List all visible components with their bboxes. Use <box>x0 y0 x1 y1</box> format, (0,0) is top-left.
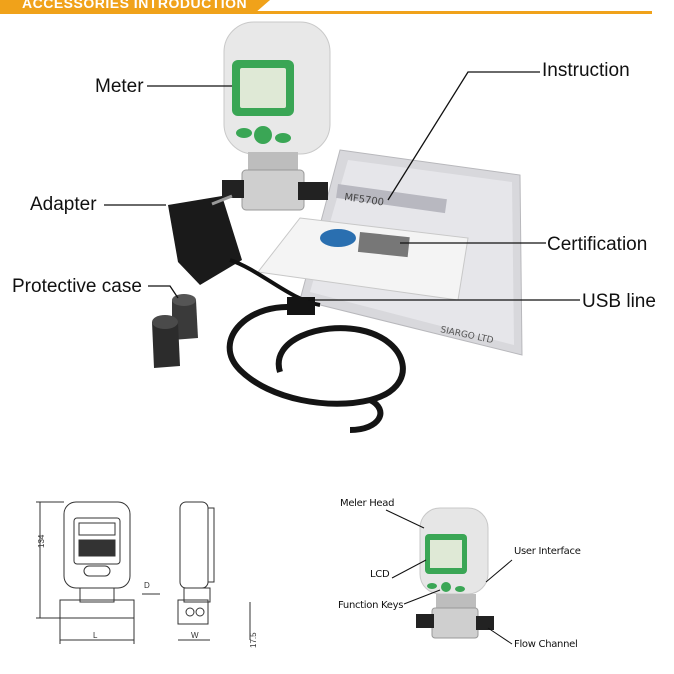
section-banner: ACCESSORIES INTRODUCTION <box>0 0 270 14</box>
dim-height: 134 <box>37 534 46 548</box>
usb-cable <box>226 297 406 433</box>
label-meter: Meter <box>95 76 144 97</box>
meter-device <box>222 21 331 211</box>
dim-base: 17.5 <box>249 632 258 648</box>
label-lcd: LCD <box>370 569 390 580</box>
label-meter-head: Meler Head <box>340 498 395 509</box>
label-flow-channel: Flow Channel <box>514 639 578 650</box>
label-function-keys: Function Keys <box>338 600 404 611</box>
parts-leader-lines <box>385 509 513 645</box>
label-usb-line: USB line <box>582 291 656 312</box>
label-adapter: Adapter <box>30 194 97 215</box>
label-instruction: Instruction <box>542 60 630 81</box>
dim-depth: D <box>144 581 150 590</box>
meter-parts-diagram <box>416 507 494 639</box>
leader-lines <box>104 71 580 301</box>
booklet-model-text: MF5700 <box>344 192 385 208</box>
label-user-interface: User Interface <box>514 546 581 557</box>
banner-divider <box>0 11 652 14</box>
protective-caps <box>152 294 198 368</box>
label-protective-case: Protective case <box>12 276 142 297</box>
dimension-drawing <box>36 501 251 644</box>
dim-length: L <box>93 631 98 640</box>
label-certification: Certification <box>547 234 648 255</box>
dim-width: W <box>191 631 199 640</box>
section-title: ACCESSORIES INTRODUCTION <box>22 0 248 11</box>
